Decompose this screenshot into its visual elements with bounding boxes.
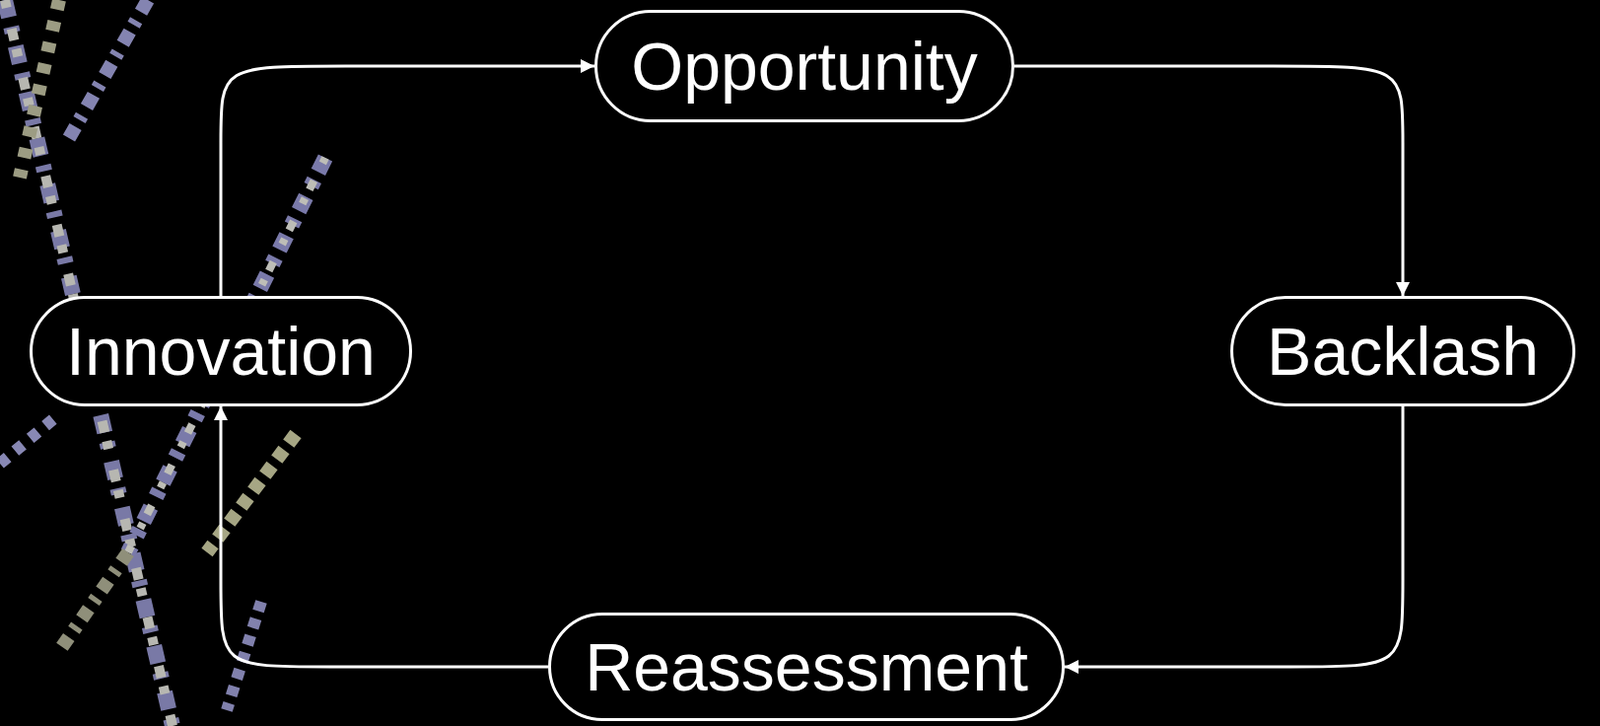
speckled-streak: [19, 0, 60, 178]
stage-label: Opportunity: [630, 27, 978, 105]
cycle-stage-pill: Innovation: [29, 295, 413, 407]
cycle-arrow: [220, 406, 549, 667]
cycle-arrow: [220, 66, 595, 296]
stage-label: Innovation: [66, 312, 376, 390]
speckled-streak: [226, 601, 262, 710]
cycle-stage-pill: Reassessment: [548, 612, 1065, 721]
speckled-streak: [0, 414, 60, 464]
speckled-streak: [69, 0, 148, 139]
stage-label: Backlash: [1266, 312, 1539, 390]
speckled-streak: [59, 552, 129, 651]
cycle-stage-pill: Backlash: [1230, 295, 1576, 407]
stage-label: Reassessment: [584, 627, 1029, 705]
cycle-stage-pill: Opportunity: [594, 9, 1015, 123]
cycle-arrow: [1014, 66, 1403, 296]
cycle-arrow: [1064, 406, 1403, 667]
